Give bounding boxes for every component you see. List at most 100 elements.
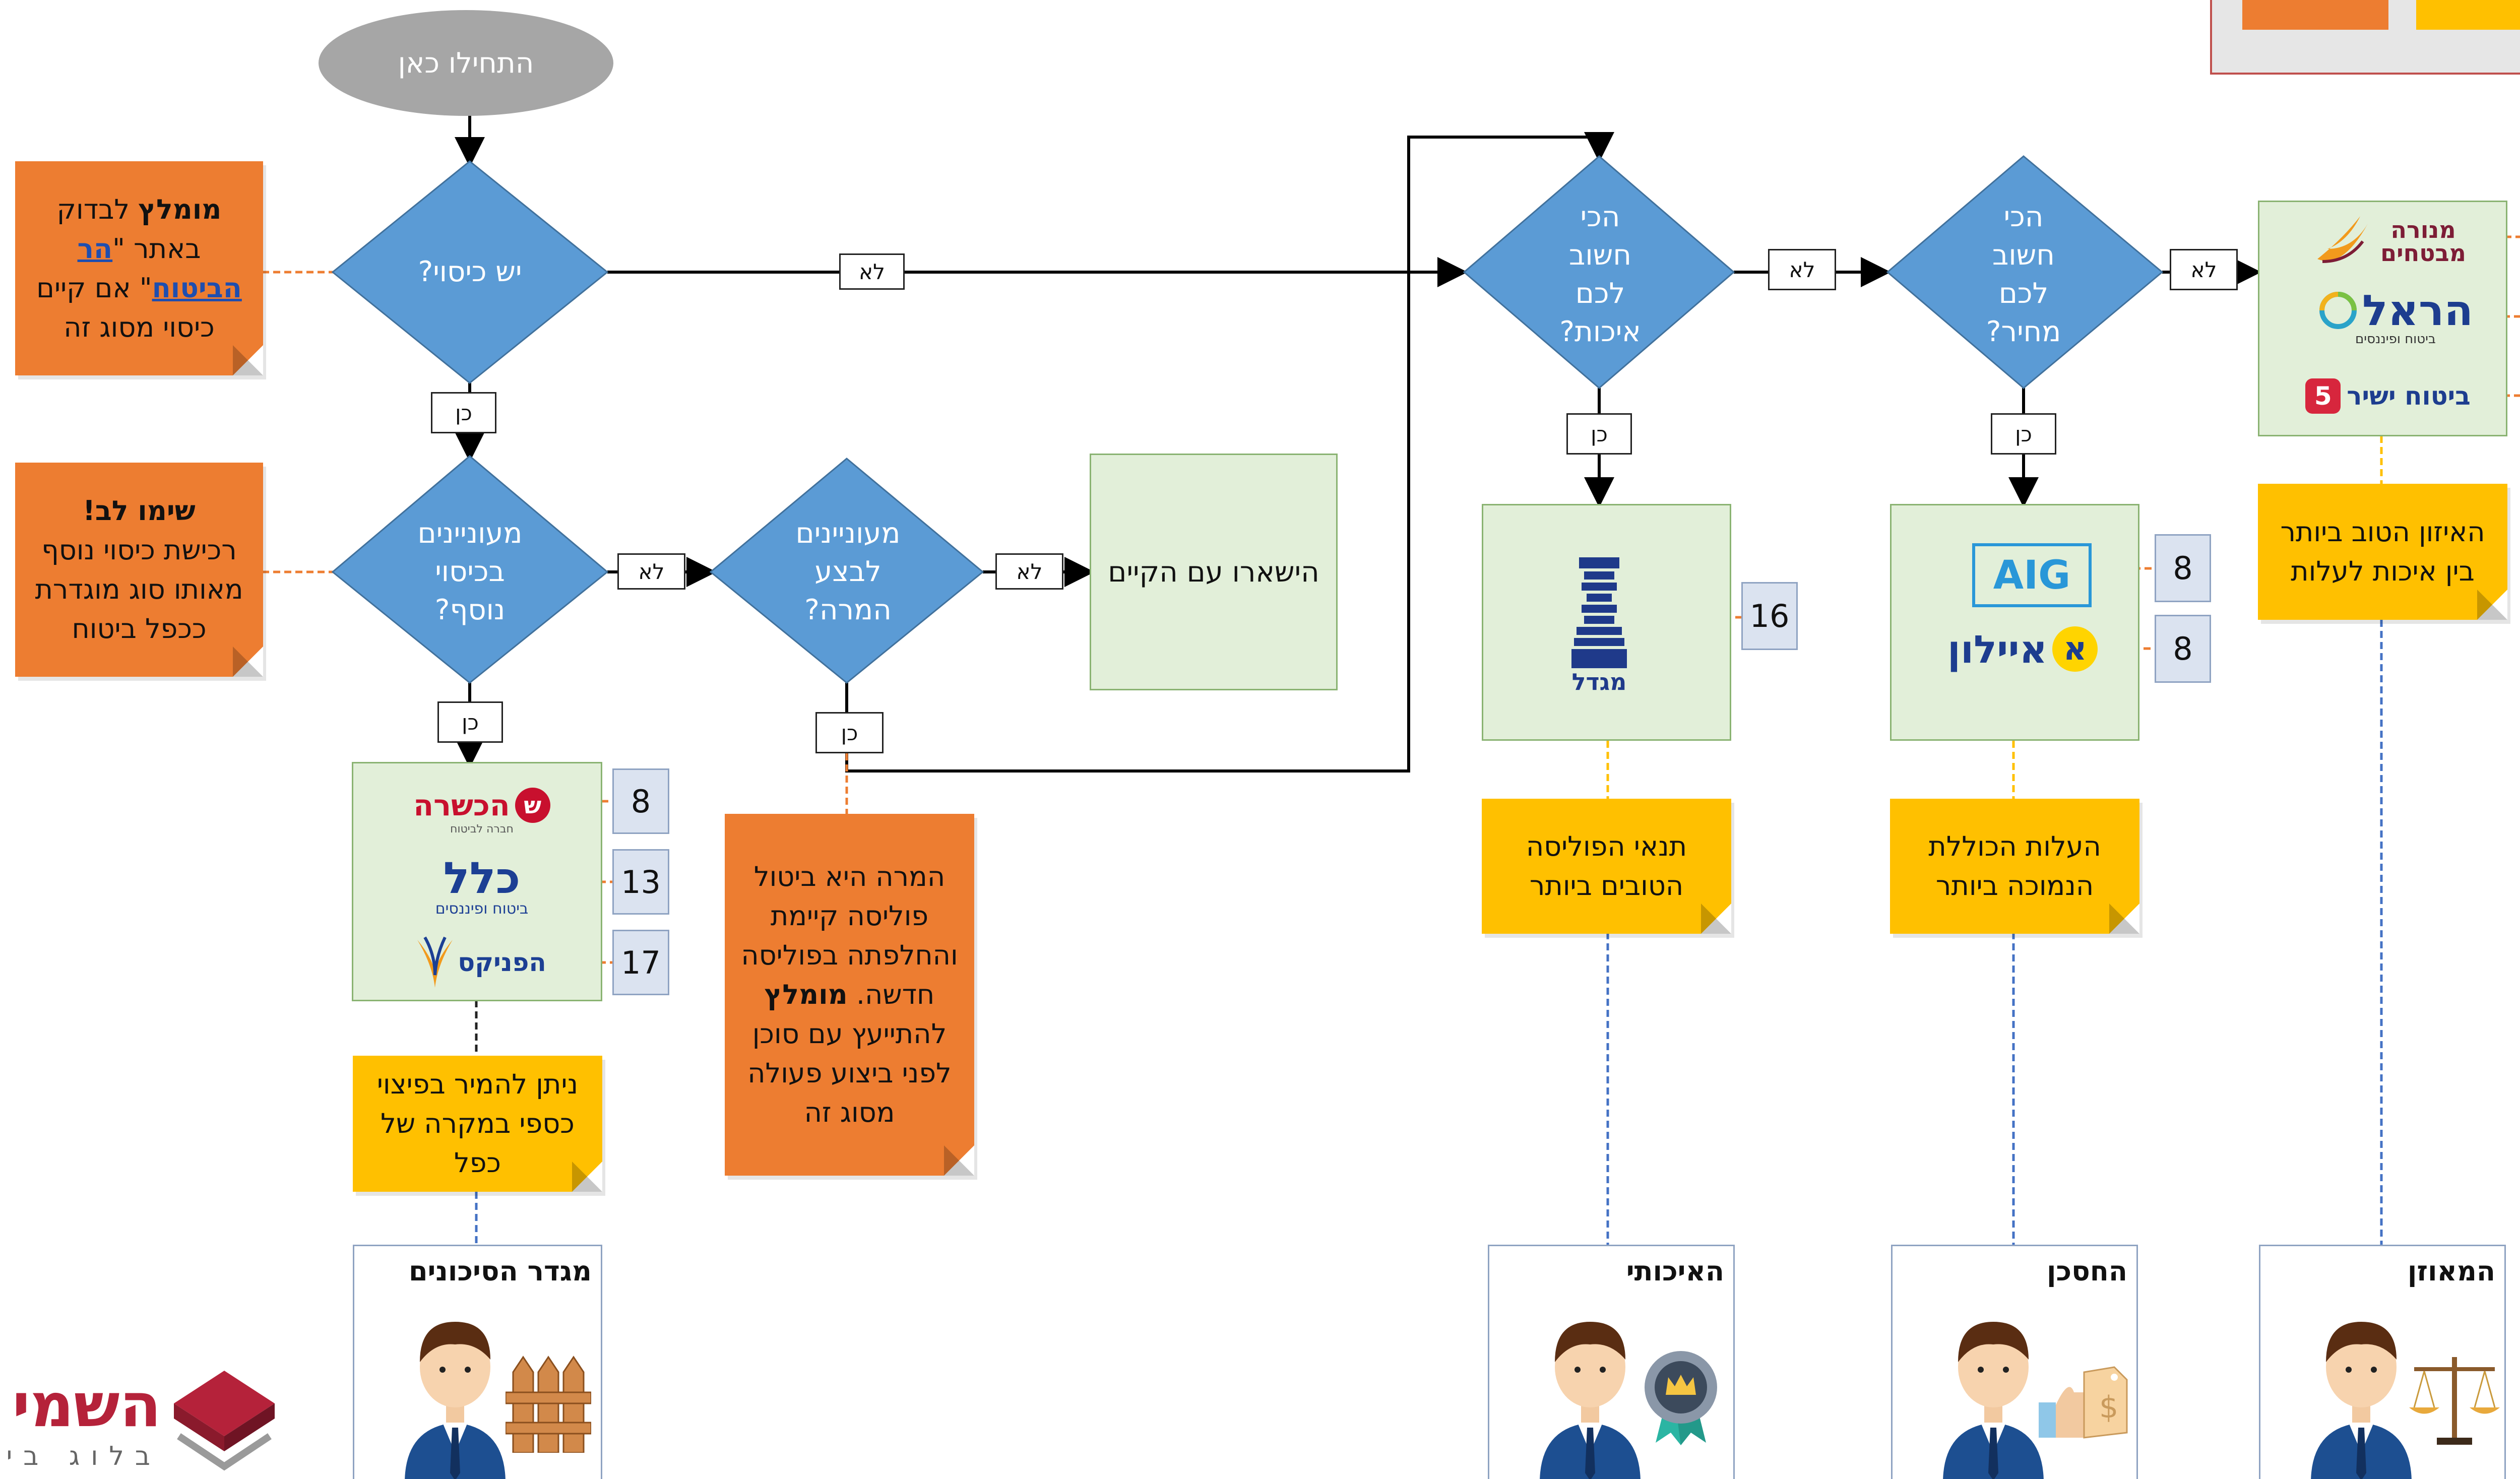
persona-balanced-card: המאוזן (2259, 1245, 2506, 1479)
score-phoenix: 17 (612, 930, 669, 995)
persona-risk-card: מגדר הסיכונים (353, 1245, 602, 1479)
decision-price-line: חשוב (1992, 239, 2055, 272)
person-avatar-icon (1540, 1322, 1641, 1479)
decision-switch (709, 458, 984, 684)
note-double-compensation: ניתן להמיר בפיצוי כספי במקרה של כפל (353, 1056, 602, 1192)
brand-cube-icon (174, 1371, 275, 1471)
edge-label-yes: כן (815, 712, 884, 753)
note-attention: שימו לב! רכישת כיסוי נוסף מאותו סוג מוגד… (15, 463, 263, 677)
legend-orange-swatch (2242, 0, 2388, 30)
logos-box-quality: מגדל (1482, 504, 1731, 741)
decision-switch-line: המרה? (804, 594, 892, 626)
menora-logo: מנורה מבטחים (2310, 212, 2476, 270)
decision-switch-line: לבצע (814, 555, 881, 588)
harel-logo-row: הראל (2318, 289, 2473, 332)
direct-insurance-name: ביטוח ישיר (2347, 381, 2471, 411)
harel-logo: הראל ביטוח ופיננסים (2315, 283, 2476, 353)
note-fold (233, 647, 263, 677)
ayalon-logo: א איילון (1939, 621, 2106, 677)
decision-coverage (331, 160, 609, 384)
decision-additional-line: נוסף? (434, 594, 506, 626)
persona-balanced-title: המאוזן (2407, 1255, 2495, 1287)
edge-label-no: לא (839, 253, 905, 290)
note-fold (2109, 904, 2139, 934)
edge-label-yes: כן (431, 392, 496, 433)
note-switch-text: להתייעץ עם סוכן לפני ביצוע פעולה מסוג זה (747, 1018, 952, 1128)
person-avatar-icon (1943, 1322, 2044, 1479)
harel-swirl-icon (2319, 292, 2357, 329)
phoenix-logo: הפניקס (404, 930, 555, 995)
persona-saver-title: החסכן (2046, 1255, 2127, 1287)
price-tag-icon: $ (2039, 1366, 2128, 1439)
decision-additional-label: מעוניינים בכיסוי נוסף? (393, 514, 547, 630)
hachshara-name: הכשרה (413, 788, 510, 822)
clal-logo: כלל ביטוח ופיננסים (409, 853, 555, 918)
ayalon-name: איילון (1947, 626, 2048, 672)
note-fold (2477, 590, 2507, 620)
note-best-terms-text: תנאי הפוליסה הטובים ביותר (1526, 830, 1687, 902)
svg-text:$: $ (2099, 1390, 2118, 1425)
note-switch-bold: מומלץ (764, 979, 848, 1010)
clal-name: כלל (443, 853, 521, 904)
clal-tag: ביטוח ופיננסים (435, 899, 529, 918)
note-fold (572, 1162, 602, 1192)
person-avatar-icon (405, 1322, 506, 1479)
score-clal: 13 (612, 849, 669, 915)
hachshara-tag: חברה לביטוח (450, 822, 514, 835)
note-double-compensation-text: ניתן להמיר בפיצוי כספי במקרה של כפל (376, 1068, 579, 1179)
har-habituach-link[interactable]: הר הביטוח (77, 232, 242, 304)
phoenix-bird-icon (417, 936, 453, 988)
decision-switch-label: מעוניינים לבצע המרה? (771, 514, 925, 630)
note-switch-text: המרה היא ביטול פוליסה קיימת והחלפתה בפול… (741, 861, 958, 1010)
note-check-site: מומלץ לבדוק באתר "הר הביטוח" אם קיים כיס… (15, 161, 263, 375)
decision-price (1886, 155, 2164, 389)
phoenix-name: הפניקס (458, 948, 546, 977)
decision-price-line: הכי (2003, 201, 2044, 233)
harel-tag: ביטוח ופיננסים (2355, 332, 2436, 347)
decision-price-label: הכי חשוב לכם מחיר? (1950, 197, 2097, 353)
logos-box-balanced: מנורה מבטחים הראל ביטוח ופיננסים ביטוח י… (2258, 201, 2507, 436)
note-best-terms: תנאי הפוליסה הטובים ביותר (1482, 799, 1731, 934)
decision-quality-label: הכי חשוב לכם איכות? (1527, 197, 1673, 353)
harel-name: הראל (2362, 286, 2474, 335)
decision-additional-line: בכיסוי (435, 555, 505, 588)
decision-price-line: מחיר? (1986, 315, 2061, 348)
migdal-tower-icon (1571, 557, 1627, 668)
hachshara-logo: ש הכשרה חברה לביטוח (409, 781, 555, 842)
note-fold (233, 345, 263, 375)
brand-logo: השמי בלוג ביט (0, 1361, 282, 1479)
migdal-name: מגדל (1571, 668, 1627, 695)
note-fold (233, 345, 263, 375)
note-attention-title: שימו לב! (83, 494, 196, 527)
hachshara-symbol-icon: ש (515, 787, 550, 823)
persona-saver-card: החסכן $ (1891, 1245, 2138, 1479)
person-avatar-icon (2311, 1322, 2412, 1479)
decision-price-line: לכם (1998, 277, 2049, 310)
note-fold (2109, 904, 2139, 934)
edge-label-no: לא (2170, 249, 2238, 290)
note-lowest-cost-text: העלות הכוללת הנמוכה ביותר (1928, 830, 2101, 902)
quality-badge-icon (1645, 1351, 1717, 1445)
note-fold (2477, 590, 2507, 620)
fence-icon (506, 1356, 591, 1453)
decision-quality (1463, 155, 1735, 389)
legend-panel (2210, 0, 2520, 75)
decision-quality-line: לכם (1575, 277, 1625, 310)
edge-label-yes: כן (1991, 413, 2056, 455)
brand-subtitle: בלוג ביט (0, 1441, 161, 1471)
logos-box-additional: ש הכשרה חברה לביטוח כלל ביטוח ופיננסים ה… (352, 762, 602, 1001)
menora-name: מנורה מבטחים (2380, 216, 2466, 267)
edge-label-no: לא (1768, 249, 1836, 290)
persona-risk-title: מגדר הסיכונים (408, 1255, 592, 1287)
persona-quality-title: האיכותי (1626, 1255, 1724, 1287)
keep-existing-box: הישארו עם הקיים (1090, 454, 1338, 690)
decision-coverage-label: יש כיסוי? (418, 255, 522, 288)
note-lowest-cost: העלות הכוללת הנמוכה ביותר (1890, 799, 2139, 934)
note-check-site-bold: מומלץ (138, 193, 222, 225)
direct-insurance-badge: 5 (2305, 378, 2341, 414)
edge-label-yes: כן (1566, 413, 1632, 455)
note-fold (944, 1145, 974, 1176)
edge-label-no: לא (995, 553, 1063, 590)
